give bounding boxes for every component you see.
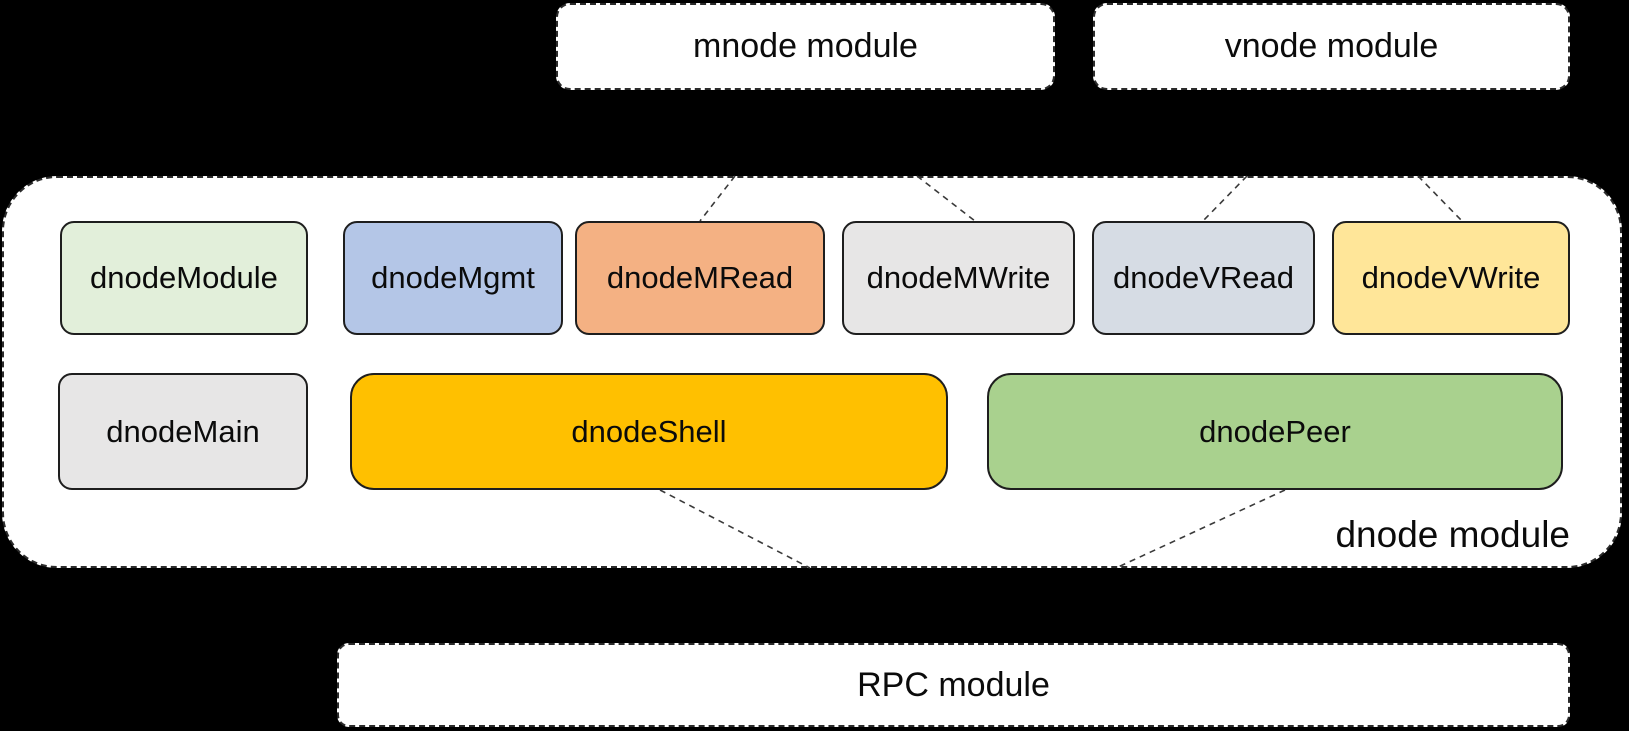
- node-label: dnodeModule: [90, 260, 278, 295]
- node-dnodeMRead: dnodeMRead: [575, 221, 825, 335]
- vnode-module-box: vnode module: [1093, 3, 1570, 90]
- rpc-module-box: RPC module: [337, 643, 1570, 727]
- node-label: dnodeVRead: [1113, 260, 1294, 295]
- node-label: dnodeVWrite: [1361, 260, 1541, 295]
- node-dnodeMWrite: dnodeMWrite: [842, 221, 1075, 335]
- node-dnodeModule: dnodeModule: [60, 221, 308, 335]
- node-label: dnodeShell: [571, 413, 727, 449]
- node-dnodeVRead: dnodeVRead: [1092, 221, 1315, 335]
- vnode-module-label: vnode module: [1224, 27, 1439, 65]
- node-label: dnodeMRead: [606, 260, 794, 295]
- dnode-module-label: dnode module: [1335, 514, 1570, 555]
- mnode-module-box: mnode module: [556, 3, 1055, 90]
- node-dnodeMgmt: dnodeMgmt: [343, 221, 563, 335]
- node-dnodeMain: dnodeMain: [58, 373, 308, 490]
- node-dnodeShell: dnodeShell: [350, 373, 948, 490]
- node-label: dnodePeer: [1199, 413, 1351, 449]
- mnode-module-label: mnode module: [693, 27, 918, 65]
- node-dnodePeer: dnodePeer: [987, 373, 1563, 490]
- node-dnodeVWrite: dnodeVWrite: [1332, 221, 1570, 335]
- rpc-module-label: RPC module: [857, 665, 1050, 704]
- node-label: dnodeMWrite: [866, 260, 1051, 295]
- node-label: dnodeMain: [106, 413, 260, 449]
- node-label: dnodeMgmt: [371, 260, 535, 295]
